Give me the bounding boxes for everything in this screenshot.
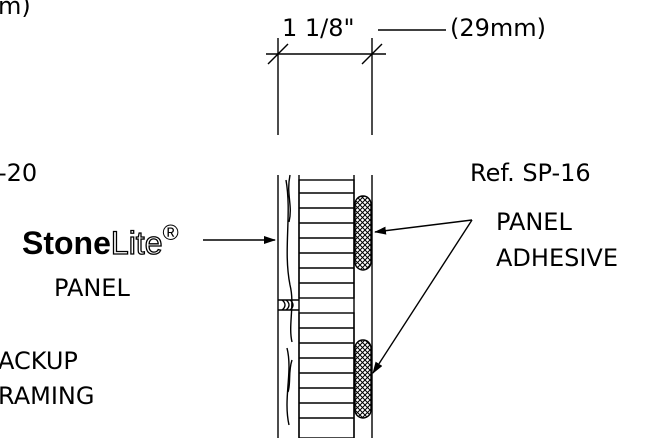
panel-section [277,174,373,438]
logo-light: Lite [111,225,163,261]
adhesive-dab-upper [354,195,372,271]
dimension-imperial: 1 1/8" [282,14,355,42]
dimension-line [266,29,446,135]
backup-framing-line2: RAMING [0,382,94,410]
corner-label: m) [0,0,31,20]
ref-left-label: -20 [0,159,37,187]
logo-bold: Stone [22,225,111,261]
leader-lines [203,219,473,374]
panel-label: PANEL [54,274,130,302]
dimension-metric: (29mm) [450,14,546,42]
panel-adhesive-line1: PANEL [496,208,572,236]
adhesive-dab-lower [354,339,372,419]
panel-adhesive-line2: ADHESIVE [496,244,618,272]
ref-right-label: Ref. SP-16 [470,159,591,187]
logo-registered-mark: ® [162,220,178,245]
backup-framing-line1: ACKUP [0,347,78,375]
stonelite-logo: StoneLite® [22,220,179,261]
